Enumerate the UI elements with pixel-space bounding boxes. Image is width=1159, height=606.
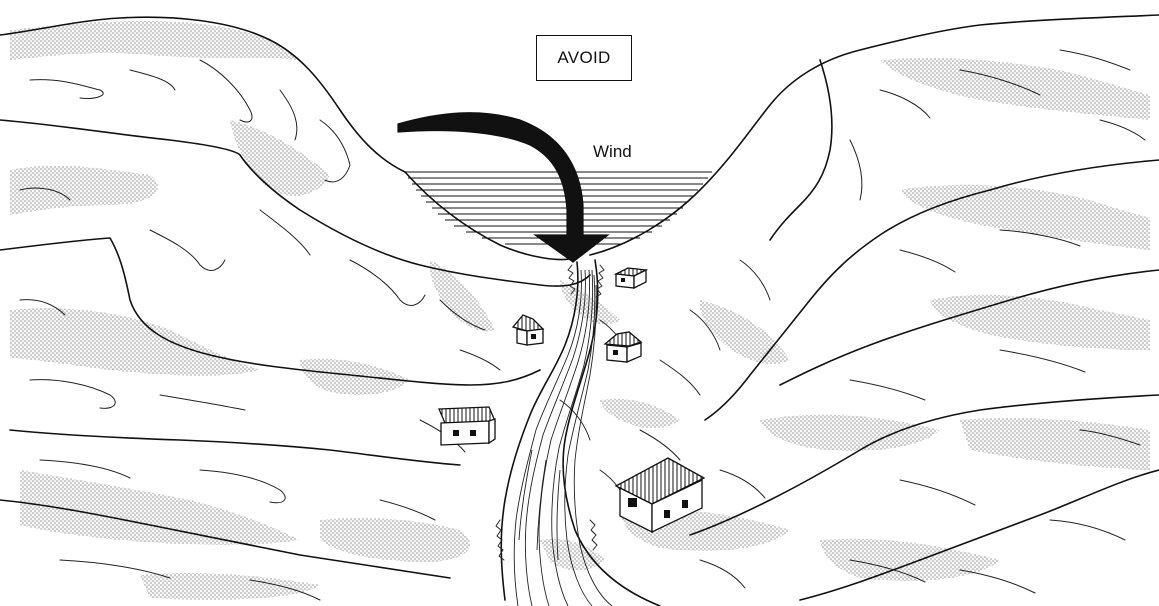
house-icon	[513, 315, 543, 345]
wind-arrow-icon	[398, 113, 608, 262]
wind-label: Wind	[593, 142, 632, 162]
house-icon	[439, 407, 495, 445]
house-icon	[605, 332, 641, 362]
avoid-label-box: AVOID	[536, 35, 632, 81]
house-icon	[616, 268, 646, 288]
sea	[405, 172, 712, 244]
avoid-label: AVOID	[557, 48, 610, 68]
